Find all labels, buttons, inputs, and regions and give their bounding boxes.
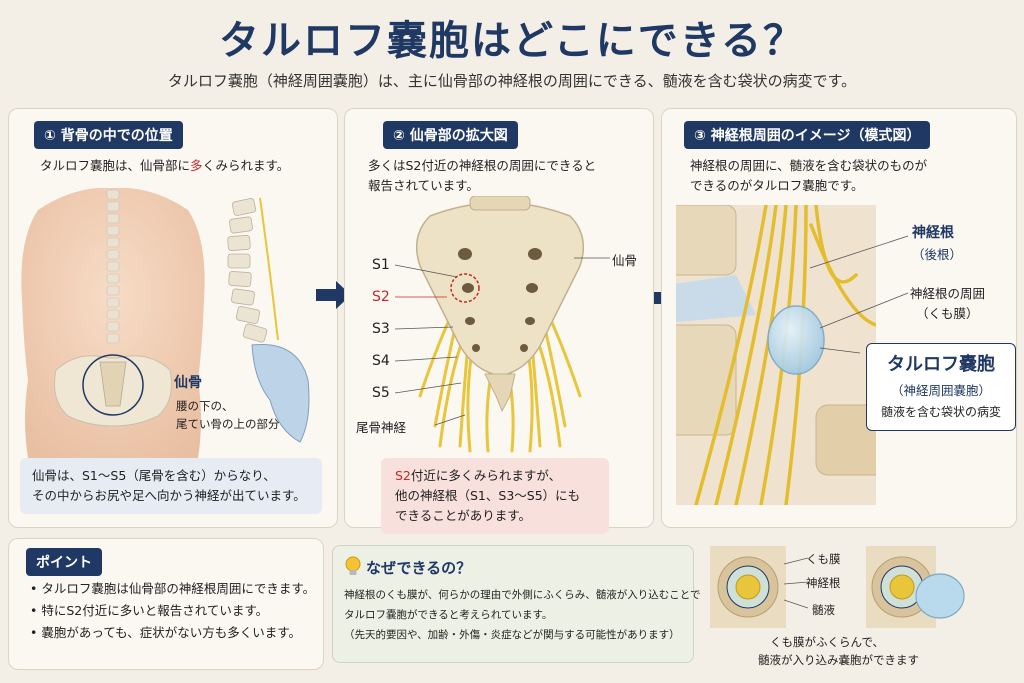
panel2-description: 多くはS2付近の神経根の周囲にできると 報告されています。 <box>368 156 596 196</box>
panel3-desc-line-1: 神経根の周囲に、髄液を含む袋状のものが <box>690 158 928 173</box>
why-line-3: （先天的要因や、加齢・外傷・炎症などが関与する可能性があります） <box>344 629 680 641</box>
panel1-desc-post: くみられます。 <box>202 158 290 173</box>
level-label-s4: S4 <box>372 353 390 369</box>
panel2-callout-line-3: できることがあります。 <box>395 508 532 523</box>
level-label-s3: S3 <box>372 321 390 337</box>
cyst-subtitle: （神経周囲嚢胞） <box>890 383 991 398</box>
panel1-sacrum-note-2: 尾てい骨の上の部分 <box>176 417 280 431</box>
page-title: タルロフ嚢胞はどこにできる？ <box>219 18 805 64</box>
cs-caption-2: 髄液が入り込み嚢胞ができます <box>758 653 919 667</box>
list-item: • 嚢胞があっても、症状がない方も多くいます。 <box>30 625 301 640</box>
panel2-heading: ② 仙骨部の拡大図 <box>383 121 518 149</box>
panel1-callout: 仙骨は、S1〜S5（尾骨を含む）からなり、 その中からお尻や足へ向かう神経が出て… <box>20 458 322 514</box>
nerve-root-illustration <box>676 205 876 505</box>
panel1-desc-highlight: 多 <box>190 158 203 173</box>
sacrum-leader-line <box>574 257 610 259</box>
points-list: • タルロフ嚢胞は仙骨部の神経根周囲にできます。 • 特にS2付近に多いと報告さ… <box>30 578 315 644</box>
panel1-callout-line-2: その中からお尻や足へ向かう神経が出ています。 <box>32 488 306 503</box>
cs-leader-lines <box>784 557 808 609</box>
panel1-callout-line-1: 仙骨は、S1〜S5（尾骨を含む）からなり、 <box>32 468 276 483</box>
panel2-desc-line-1: 多くはS2付近の神経根の周囲にできると <box>368 158 597 173</box>
point-text: タルロフ嚢胞は仙骨部の神経根周囲にできます。 <box>41 581 316 596</box>
cyst-label-box: タルロフ嚢胞 （神経周囲嚢胞） 髄液を含む袋状の病変 <box>866 343 1016 431</box>
why-heading: なぜできるの？ <box>366 559 472 577</box>
panel2-desc-line-2: 報告されています。 <box>368 178 479 193</box>
cs-caption-1: くも膜がふくらんで、 <box>770 635 884 649</box>
nerve-root-sublabel: （後根） <box>912 247 963 262</box>
back-body-illustration <box>21 188 310 458</box>
why-line-2: タルロフ嚢胞ができると考えられています。 <box>344 609 553 621</box>
level-label-s2: S2 <box>372 289 390 305</box>
panel2-callout-line-2: 他の神経根（S1、S3〜S5）にも <box>395 488 581 503</box>
nerve-root-around-label: 神経根の周囲 <box>910 286 986 301</box>
nerve-root-label: 神経根 <box>912 225 954 241</box>
level-label-s1: S1 <box>372 257 390 273</box>
panel2-callout-line-1: S2付近に多くみられますが、 <box>395 466 595 486</box>
panel1-sacrum-label: 仙骨 <box>174 375 202 391</box>
panel3-desc-line-2: できるのがタルロフ嚢胞です。 <box>690 178 864 193</box>
cyst-title: タルロフ嚢胞 <box>887 354 995 375</box>
list-item: • タルロフ嚢胞は仙骨部の神経根周囲にできます。 <box>30 581 316 596</box>
cs-root-label: 神経根 <box>806 576 841 590</box>
cross-section-normal <box>710 546 786 628</box>
cs-csf-label: 髄液 <box>812 603 835 617</box>
why-line-1: 神経根のくも膜が、何らかの理由で外側にふくらみ、髄液が入り込むことで <box>344 589 701 601</box>
list-item: • 特にS2付近に多いと報告されています。 <box>30 603 269 618</box>
arrow-right-icon <box>316 281 351 309</box>
panel2-callout: S2付近に多くみられますが、 他の神経根（S1、S3〜S5）にも できることがあ… <box>381 458 609 534</box>
cyst-description: 髄液を含む袋状の病変 <box>880 405 1001 419</box>
panel2-callout-s2: S2 <box>395 468 411 483</box>
point-text: 嚢胞があっても、症状がない方も多くいます。 <box>41 625 301 640</box>
points-heading: ポイント <box>26 548 102 576</box>
cs-arachnoid-label: くも膜 <box>806 552 841 566</box>
level-label-s5: S5 <box>372 385 390 401</box>
panel1-sacrum-note-1: 腰の下の、 <box>176 399 234 413</box>
level-leader-lines <box>395 264 466 426</box>
panel1-heading: ① 背骨の中での位置 <box>34 121 183 149</box>
cross-section-cyst <box>866 546 965 628</box>
nerve-root-around-sublabel: （くも膜） <box>916 306 979 321</box>
page-subtitle: タルロフ嚢胞（神経周囲嚢胞）は、主に仙骨部の神経根の周囲にできる、髄液を含む袋状… <box>167 72 857 90</box>
panel1-desc-pre: タルロフ嚢胞は、仙骨部に <box>40 158 191 173</box>
panel1-description: タルロフ嚢胞は、仙骨部に多くみられます。 <box>40 156 289 176</box>
panel2-callout-line-1-rest: 付近に多くみられますが、 <box>410 468 562 483</box>
coccyx-nerve-label: 尾骨神経 <box>356 420 407 435</box>
panel-why <box>332 545 694 663</box>
point-text: 特にS2付近に多いと報告されています。 <box>41 603 269 618</box>
panel3-description: 神経根の周囲に、髄液を含む袋状のものが できるのがタルロフ嚢胞です。 <box>690 156 927 196</box>
panel3-heading: ③ 神経根周囲のイメージ（模式図） <box>684 121 931 149</box>
panel2-sacrum-label: 仙骨 <box>612 253 638 268</box>
lightbulb-icon <box>345 556 361 575</box>
sacrum-illustration <box>415 196 585 453</box>
panel3-leader-lines <box>809 235 909 354</box>
